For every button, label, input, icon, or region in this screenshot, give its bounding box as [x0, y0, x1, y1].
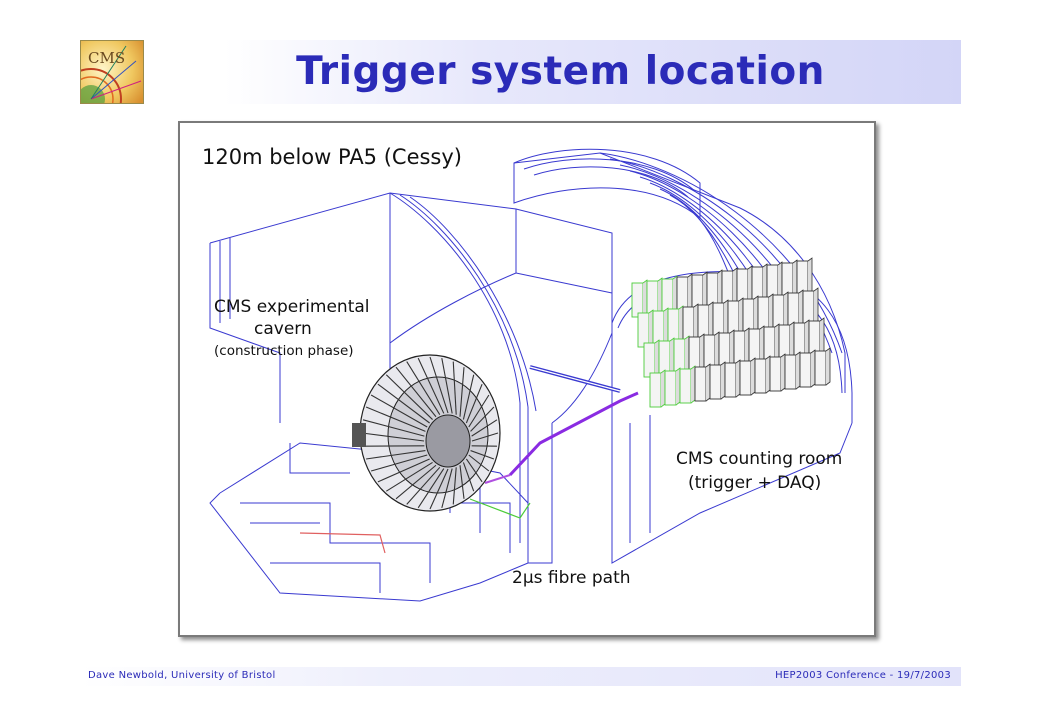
counting-room-racks: [631, 257, 831, 408]
cavern-label-line3: (construction phase): [214, 343, 354, 359]
cavern-diagram: 120m below PA5 (Cessy) CMS experimental …: [178, 121, 876, 637]
fibre-path: [299, 365, 639, 554]
title-bar: Trigger system location: [160, 40, 961, 104]
cavern-label-line2: cavern: [254, 319, 312, 339]
cavern-label-line1: CMS experimental: [214, 297, 370, 317]
counting-room-label: CMS counting room (trigger + DAQ): [676, 447, 842, 495]
footer-event: HEP2003 Conference - 19/7/2003: [775, 670, 951, 681]
cms-logo: CMS: [60, 40, 144, 130]
logo-text: CMS: [88, 49, 125, 67]
cms-detector: [352, 354, 501, 512]
footer-bar: Dave Newbold, University of Bristol HEP2…: [80, 667, 961, 686]
counting-room-line2: (trigger + DAQ): [688, 473, 822, 493]
fibre-path-label: 2µs fibre path: [512, 568, 631, 588]
page-title: Trigger system location: [296, 49, 825, 94]
cavern-label: CMS experimental cavern (construction ph…: [214, 296, 370, 362]
footer-author: Dave Newbold, University of Bristol: [88, 670, 276, 681]
depth-label: 120m below PA5 (Cessy): [202, 145, 462, 169]
counting-room-line1: CMS counting room: [676, 449, 843, 469]
cavern-drawing: [209, 148, 853, 602]
cavern-walls: [209, 192, 853, 564]
